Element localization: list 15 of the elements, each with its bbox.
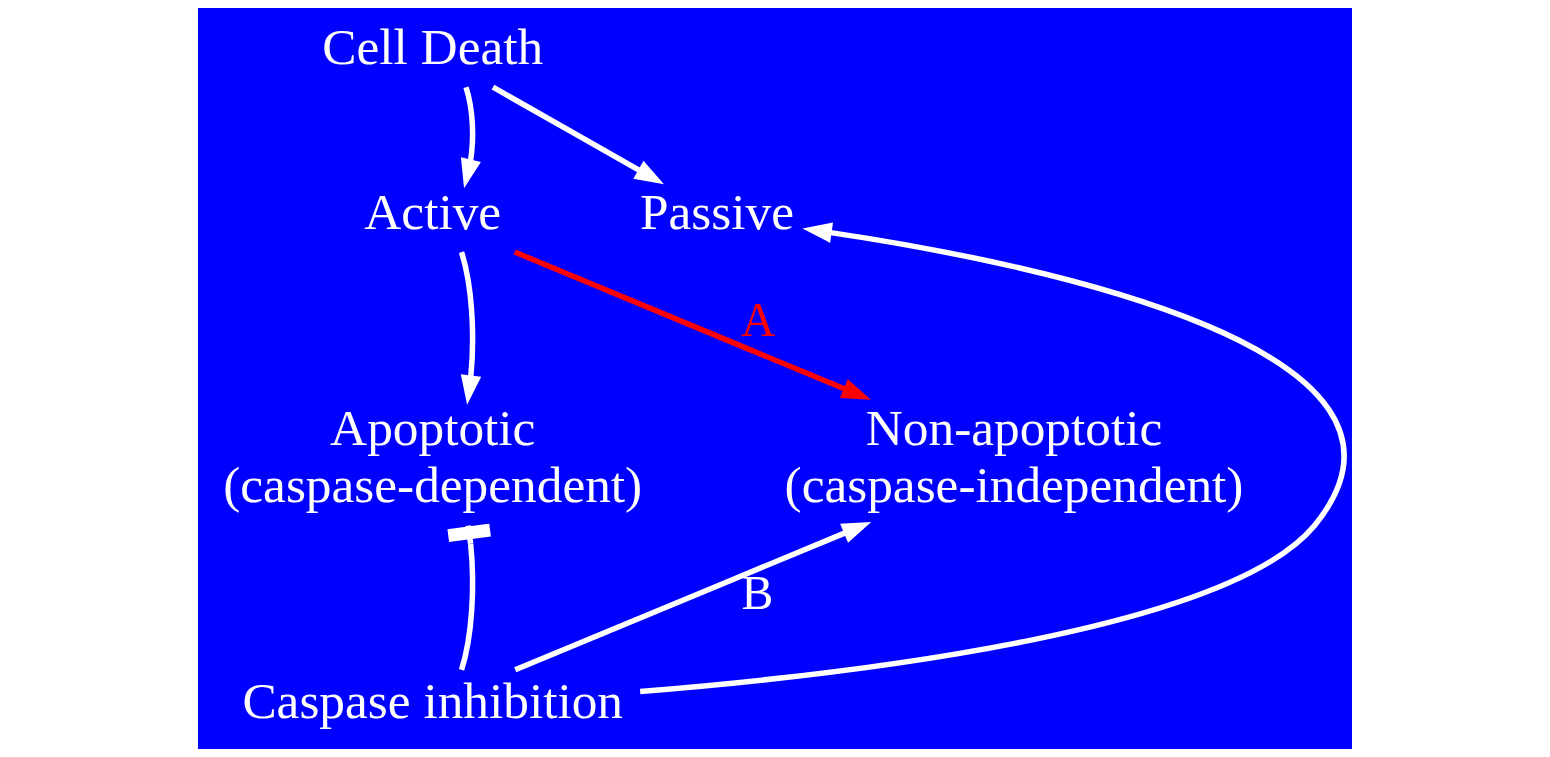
arrow xyxy=(513,249,871,400)
node-text: Non-apoptotic (caspase-independent) xyxy=(784,399,1244,514)
arrow xyxy=(639,222,1346,695)
node-text: Cell Death xyxy=(322,17,544,75)
node-text: Active xyxy=(364,182,502,240)
arrow xyxy=(491,84,664,185)
node-text: Apoptotic (caspase-dependent) xyxy=(223,399,643,514)
connector xyxy=(447,523,491,671)
arrow xyxy=(514,522,872,673)
node-text: Passive xyxy=(639,182,794,240)
arrow xyxy=(460,86,481,189)
arrow xyxy=(458,251,482,405)
node-text: Caspase inhibition xyxy=(242,672,624,730)
edge-label: A xyxy=(741,293,776,346)
edge-label: B xyxy=(741,567,774,620)
